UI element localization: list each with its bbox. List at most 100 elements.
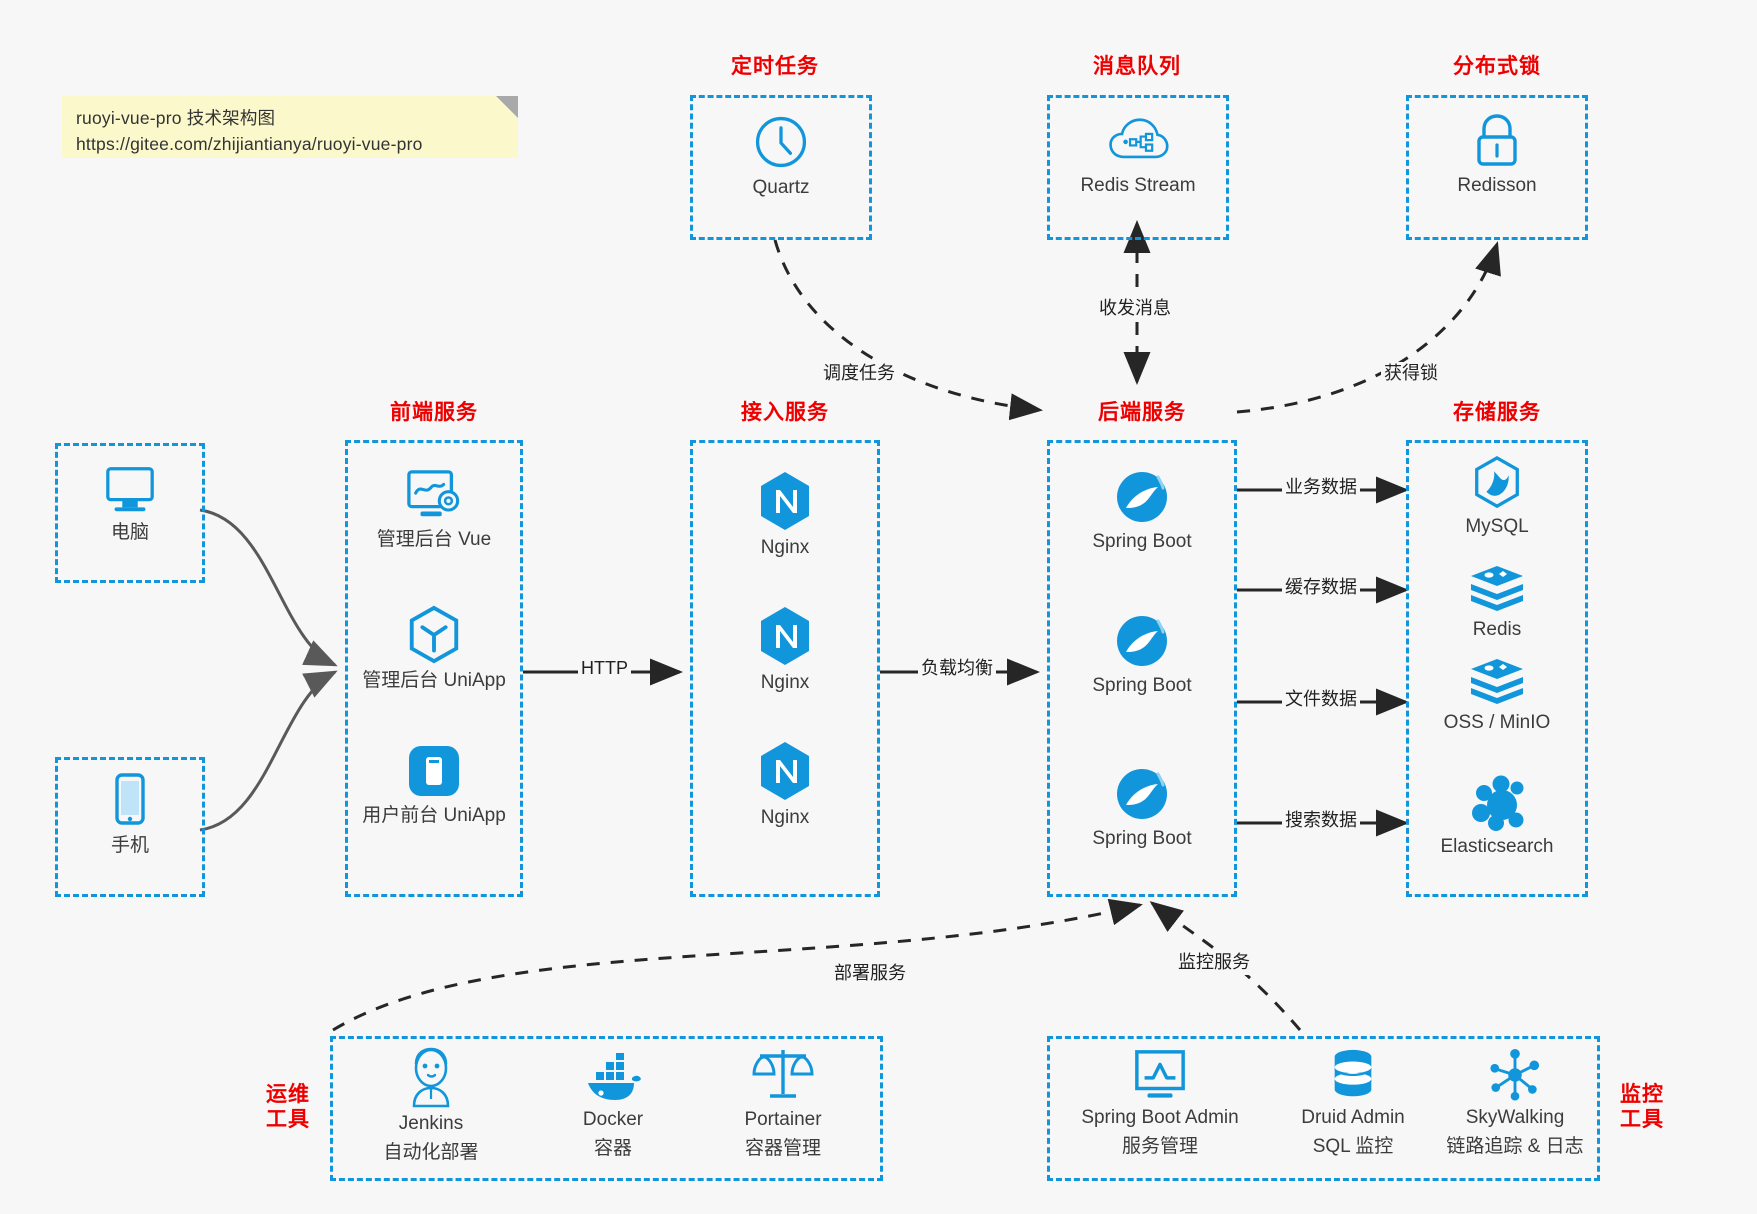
node-druid-admin[interactable]: Druid Admin SQL 监控 bbox=[1270, 1048, 1436, 1159]
nginx-icon bbox=[690, 605, 880, 667]
edge-label-acquire-lock: 获得锁 bbox=[1381, 362, 1441, 386]
devops-tools-box bbox=[330, 1036, 883, 1181]
node-label: Jenkins bbox=[398, 1113, 464, 1134]
node-spring-boot-2[interactable]: Spring Boot bbox=[1047, 612, 1237, 699]
client-mobile-box bbox=[55, 757, 205, 897]
node-skywalking[interactable]: SkyWalking 链路追踪 & 日志 bbox=[1432, 1048, 1598, 1159]
node-sublabel: 容器 bbox=[593, 1137, 632, 1159]
node-spring-boot-1[interactable]: Spring Boot bbox=[1047, 468, 1237, 555]
node-mysql[interactable]: MySQL bbox=[1406, 455, 1588, 540]
node-label: 用户前台 UniApp bbox=[362, 805, 506, 826]
node-quartz[interactable]: Quartz bbox=[690, 112, 872, 201]
node-label: Spring Boot bbox=[1092, 828, 1192, 849]
node-label: OSS / MinIO bbox=[1443, 712, 1551, 733]
node-sublabel: 容器管理 bbox=[744, 1137, 821, 1159]
section-title-devops: 运维 工具 bbox=[258, 1083, 318, 1133]
section-title-distributed-lock: 分布式锁 bbox=[1453, 55, 1541, 78]
edge-label-http: HTTP bbox=[578, 657, 631, 681]
elasticsearch-icon bbox=[1406, 775, 1588, 831]
portainer-scale-icon bbox=[700, 1046, 866, 1104]
node-sublabel: 服务管理 bbox=[1121, 1135, 1198, 1157]
node-pc[interactable]: 电脑 bbox=[55, 463, 205, 546]
node-nginx-2[interactable]: Nginx bbox=[690, 605, 880, 696]
monitor-tools-box bbox=[1047, 1036, 1600, 1181]
lock-icon bbox=[1406, 112, 1588, 170]
nginx-icon bbox=[690, 740, 880, 802]
node-label: Portainer bbox=[744, 1109, 822, 1130]
node-label: Elasticsearch bbox=[1440, 836, 1554, 857]
desktop-monitor-icon bbox=[55, 463, 205, 517]
client-pc-box bbox=[55, 443, 205, 583]
database-icon bbox=[1270, 1048, 1436, 1102]
node-label: 管理后台 UniApp bbox=[362, 670, 506, 691]
edge-label-monitor-service: 监控服务 bbox=[1175, 951, 1253, 975]
node-label: Docker bbox=[582, 1109, 644, 1130]
node-spring-boot-admin[interactable]: Spring Boot Admin 服务管理 bbox=[1060, 1048, 1260, 1159]
node-label: Redis Stream bbox=[1080, 175, 1196, 196]
spring-boot-icon bbox=[1047, 765, 1237, 823]
edge-label-deploy-service: 部署服务 bbox=[831, 962, 909, 986]
monitor-title-line2: 工具 bbox=[1620, 1107, 1664, 1131]
node-nginx-1[interactable]: Nginx bbox=[690, 470, 880, 561]
docker-icon bbox=[530, 1052, 696, 1104]
node-label: Spring Boot Admin bbox=[1081, 1107, 1239, 1128]
node-redis[interactable]: Redis bbox=[1406, 562, 1588, 643]
node-label: SkyWalking bbox=[1465, 1107, 1565, 1128]
section-title-monitor: 监控 工具 bbox=[1612, 1083, 1672, 1133]
node-label: Druid Admin bbox=[1301, 1107, 1405, 1128]
node-sublabel: 自动化部署 bbox=[383, 1141, 479, 1163]
node-label: MySQL bbox=[1465, 516, 1529, 537]
node-admin-vue[interactable]: 管理后台 Vue bbox=[345, 468, 523, 553]
note-url: https://gitee.com/zhijiantianya/ruoyi-vu… bbox=[76, 134, 423, 155]
section-title-scheduled-task: 定时任务 bbox=[731, 55, 819, 78]
mysql-icon bbox=[1406, 455, 1588, 511]
section-title-backend: 后端服务 bbox=[1098, 401, 1186, 424]
node-label: Spring Boot bbox=[1092, 531, 1192, 552]
node-label: 电脑 bbox=[110, 522, 149, 543]
node-spring-boot-3[interactable]: Spring Boot bbox=[1047, 765, 1237, 852]
section-title-gateway: 接入服务 bbox=[741, 401, 829, 424]
node-nginx-3[interactable]: Nginx bbox=[690, 740, 880, 831]
spring-boot-icon bbox=[1047, 612, 1237, 670]
node-oss-minio[interactable]: OSS / MinIO bbox=[1406, 655, 1588, 736]
node-label: Nginx bbox=[760, 672, 810, 693]
node-docker[interactable]: Docker 容器 bbox=[530, 1052, 696, 1161]
clock-icon bbox=[690, 112, 872, 172]
node-elasticsearch[interactable]: Elasticsearch bbox=[1406, 775, 1588, 860]
node-sublabel: 链路追踪 & 日志 bbox=[1446, 1135, 1584, 1157]
node-label: Nginx bbox=[760, 537, 810, 558]
mobile-app-icon bbox=[345, 742, 523, 800]
edge-label-search-data: 搜索数据 bbox=[1282, 809, 1360, 833]
distributed-lock-box bbox=[1406, 95, 1588, 240]
jenkins-icon bbox=[348, 1046, 514, 1108]
scheduled-task-box bbox=[690, 95, 872, 240]
note-fold-corner bbox=[496, 96, 518, 118]
node-label: Redis bbox=[1472, 619, 1522, 640]
node-redis-stream[interactable]: Redis Stream bbox=[1047, 112, 1229, 199]
edge-label-file-data: 文件数据 bbox=[1282, 688, 1360, 712]
devops-title-line1: 运维 bbox=[266, 1083, 310, 1106]
node-label: Nginx bbox=[760, 807, 810, 828]
node-label: 管理后台 Vue bbox=[376, 529, 492, 550]
spring-boot-icon bbox=[1047, 468, 1237, 526]
gateway-services-box bbox=[690, 440, 880, 897]
monitor-chart-icon bbox=[1060, 1048, 1260, 1102]
diagram-note: ruoyi-vue-pro 技术架构图 https://gitee.com/zh… bbox=[62, 96, 518, 158]
node-admin-uniapp[interactable]: 管理后台 UniApp bbox=[345, 605, 523, 694]
backend-services-box bbox=[1047, 440, 1237, 897]
edge-label-schedule-task: 调度任务 bbox=[820, 362, 898, 386]
node-redisson[interactable]: Redisson bbox=[1406, 112, 1588, 199]
node-user-uniapp[interactable]: 用户前台 UniApp bbox=[345, 742, 523, 829]
section-title-message-queue: 消息队列 bbox=[1093, 55, 1181, 78]
node-label: Redisson bbox=[1457, 175, 1537, 196]
node-mobile[interactable]: 手机 bbox=[55, 772, 205, 859]
edge-label-load-balance: 负载均衡 bbox=[918, 657, 996, 681]
oss-minio-icon bbox=[1406, 655, 1588, 707]
note-title: ruoyi-vue-pro 技术架构图 bbox=[76, 108, 276, 128]
cloud-stream-icon bbox=[1047, 112, 1229, 170]
node-jenkins[interactable]: Jenkins 自动化部署 bbox=[348, 1046, 514, 1165]
node-sublabel: SQL 监控 bbox=[1312, 1135, 1394, 1157]
smartphone-icon bbox=[55, 772, 205, 830]
node-portainer[interactable]: Portainer 容器管理 bbox=[700, 1046, 866, 1161]
